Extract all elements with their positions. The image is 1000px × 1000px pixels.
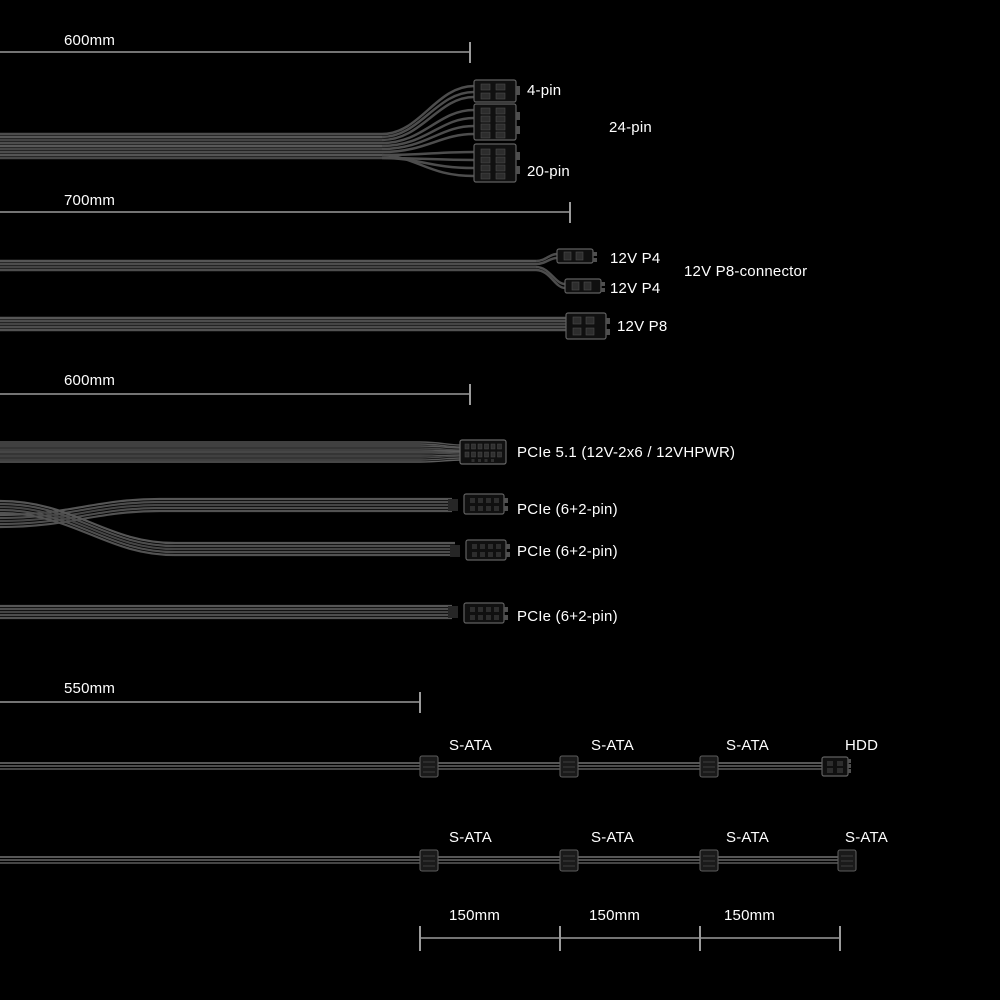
cpu-p4-connector-top: [556, 248, 597, 264]
sata-length-label: 550mm: [64, 680, 116, 697]
pcie-62-cable-3: [0, 604, 452, 620]
atx-cable: [0, 84, 475, 178]
cpu-p8-label: 12V P8: [617, 318, 668, 335]
pcie-length-label: 600mm: [64, 372, 116, 389]
ruler-pcie-600mm: [0, 384, 471, 405]
hdd-molex-connector: [821, 756, 851, 777]
ruler-atx-600mm: [0, 42, 471, 63]
pcie-62-cable-2: [0, 499, 455, 557]
sata-cable-1: [0, 762, 822, 770]
sata2-label-2: S-ATA: [591, 829, 634, 846]
cpu-p8-connector: [565, 312, 610, 340]
atx-length-label: 600mm: [64, 32, 116, 49]
cpu-p4-bottom-label: 12V P4: [610, 280, 661, 297]
sata2-label-1: S-ATA: [449, 829, 492, 846]
sata1-label-2: S-ATA: [591, 737, 634, 754]
cpu-p8-combo-label: 12V P8-connector: [684, 263, 808, 280]
atx-20pin-connector: [473, 143, 520, 183]
segment-length-label-3: 150mm: [724, 907, 776, 924]
sata-connectors-1: [419, 755, 719, 778]
pcie-62-cable-1: [0, 497, 452, 529]
atx-4pin-label: 4-pin: [527, 82, 562, 99]
cpu-p4-top-label: 12V P4: [610, 250, 661, 267]
sata2-label-3: S-ATA: [726, 829, 769, 846]
cpu-p4-cable: [0, 252, 566, 290]
pcie-62-label-2: PCIe (6+2-pin): [517, 543, 618, 560]
ruler-sata-segments: [419, 926, 841, 951]
sata-connectors-2: [419, 849, 857, 872]
sata1-label-1: S-ATA: [449, 737, 492, 754]
pcie-62-connector-2: [450, 539, 510, 561]
atx-24pin-connector: [473, 103, 520, 141]
cpu-length-label: 700mm: [64, 192, 116, 209]
segment-length-label-1: 150mm: [449, 907, 501, 924]
sata-cable-2: [0, 856, 838, 864]
ruler-cpu-700mm: [0, 202, 571, 223]
hdd-label: HDD: [845, 737, 879, 754]
sata2-label-4: S-ATA: [845, 829, 888, 846]
pcie5-connector: [459, 439, 507, 465]
segment-length-label-2: 150mm: [589, 907, 641, 924]
ruler-sata-550mm: [0, 692, 421, 713]
cpu-p8-cable: [0, 316, 566, 332]
pcie-62-label-1: PCIe (6+2-pin): [517, 501, 618, 518]
pcie-62-connector-3: [448, 602, 508, 624]
pcie5-label: PCIe 5.1 (12V-2x6 / 12VHPWR): [517, 444, 736, 461]
pcie-62-connector-1: [448, 493, 508, 515]
sata1-label-3: S-ATA: [726, 737, 769, 754]
pcie5-cable: [0, 441, 461, 463]
cpu-p4-connector-bottom: [564, 278, 605, 294]
pcie-62-label-3: PCIe (6+2-pin): [517, 608, 618, 625]
atx-4pin-connector: [473, 79, 520, 103]
atx-24pin-label: 24-pin: [609, 119, 652, 136]
atx-20pin-label: 20-pin: [527, 163, 570, 180]
